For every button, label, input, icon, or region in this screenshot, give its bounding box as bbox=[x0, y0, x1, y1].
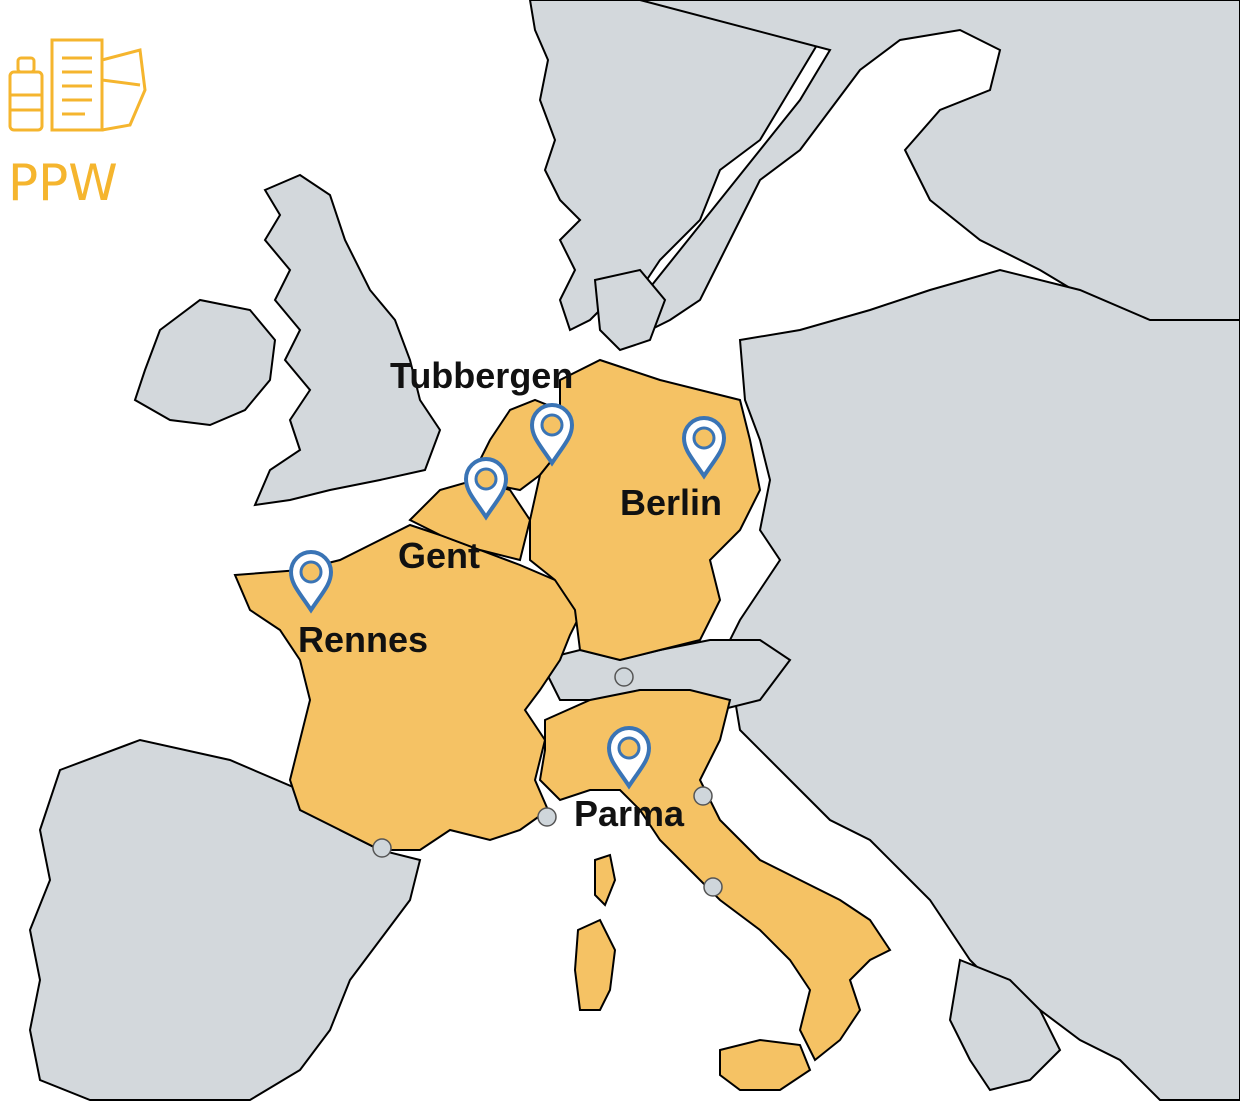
port-dot bbox=[537, 807, 557, 827]
eastern-europe bbox=[718, 268, 1240, 1101]
city-label-parma: Parma bbox=[574, 793, 685, 834]
sardinia bbox=[573, 918, 617, 1011]
ireland bbox=[133, 298, 277, 427]
port-dot bbox=[372, 838, 392, 858]
ppw-logo: PPW bbox=[8, 38, 147, 212]
sicily bbox=[719, 1038, 812, 1091]
sweden-finland bbox=[638, 0, 1240, 332]
great-britain bbox=[253, 173, 442, 507]
bottle-document-box-icon bbox=[8, 38, 147, 132]
norway-sweden bbox=[528, 0, 842, 332]
city-label-rennes: Rennes bbox=[298, 619, 428, 660]
city-label-berlin: Berlin bbox=[620, 482, 722, 523]
port-dots bbox=[372, 667, 723, 897]
port-dot bbox=[614, 667, 634, 687]
city-label-gent: Gent bbox=[398, 535, 480, 576]
denmark bbox=[593, 268, 667, 352]
greece bbox=[948, 958, 1062, 1092]
port-dot bbox=[693, 786, 713, 806]
city-label-tubbergen: Tubbergen bbox=[390, 355, 573, 396]
corsica bbox=[594, 853, 617, 907]
grey-land bbox=[28, 0, 1240, 1101]
port-dot bbox=[703, 877, 723, 897]
logo-text: PPW bbox=[8, 154, 118, 212]
